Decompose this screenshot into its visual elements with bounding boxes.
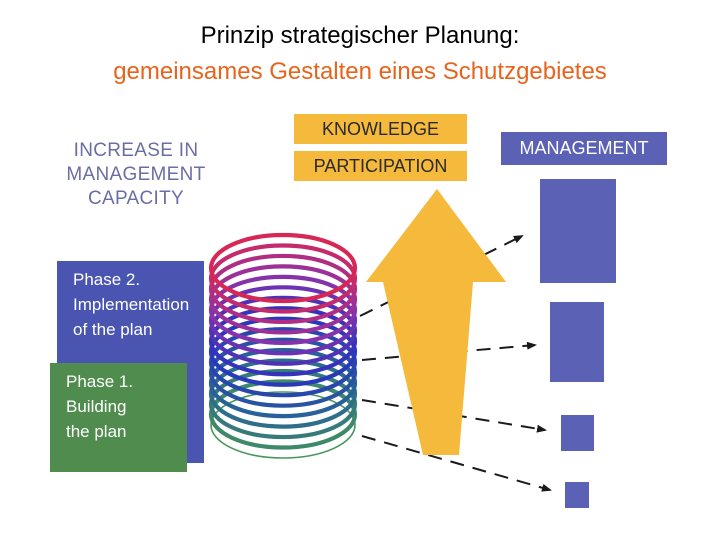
dashed-arrow (361, 435, 552, 492)
coil-ring (208, 368, 358, 440)
management-block-large (540, 179, 616, 283)
management-tag: MANAGEMENT (501, 132, 667, 165)
title-line-2: gemeinsames Gestalten eines Schutzgebiet… (113, 58, 607, 85)
participation-tag: PARTICIPATION (294, 151, 467, 181)
phase-1-line: Phase 1. (66, 372, 134, 391)
capacity-label-line: CAPACITY (87, 188, 184, 209)
coil-ring (208, 285, 358, 356)
coil-ring (208, 232, 358, 304)
coil-ring (208, 264, 358, 335)
dashed-arrow (361, 341, 537, 361)
knowledge-tag: KNOWLEDGE (294, 114, 467, 144)
coil-ring (208, 316, 358, 387)
coil-ring (208, 274, 358, 345)
capacity-label-line: INCREASE IN (73, 140, 199, 161)
phase-1-line: the plan (66, 422, 127, 441)
coil-ring (208, 243, 358, 314)
knowledge-arrow (366, 189, 506, 455)
phase-1-line: Building (66, 397, 127, 416)
phase-1-box: Phase 1. Building the plan (50, 363, 187, 472)
spiral-coil (208, 232, 358, 459)
coil-ring (208, 306, 358, 377)
coil-ring (208, 358, 358, 429)
title-line-1: Prinzip strategischer Planung: (200, 22, 520, 49)
coil-ring (208, 253, 358, 325)
phase-2-line: of the plan (73, 320, 153, 339)
dashed-arrow (359, 235, 524, 317)
increase-capacity-label: INCREASE IN MANAGEMENT CAPACITY (52, 139, 220, 211)
phase-2-line: Implementation (73, 295, 190, 314)
management-block-tiny (565, 482, 589, 508)
coil-ring (208, 379, 358, 450)
coil-ring (208, 337, 358, 408)
management-block-small (561, 415, 594, 451)
phase-2-line: Phase 2. (73, 270, 141, 289)
management-block-medium (550, 302, 604, 382)
coil-ring (208, 348, 358, 419)
coil-ring (208, 295, 358, 366)
coil-ring (210, 391, 356, 459)
capacity-label-line: MANAGEMENT (66, 164, 206, 185)
coil-ring (208, 327, 358, 398)
